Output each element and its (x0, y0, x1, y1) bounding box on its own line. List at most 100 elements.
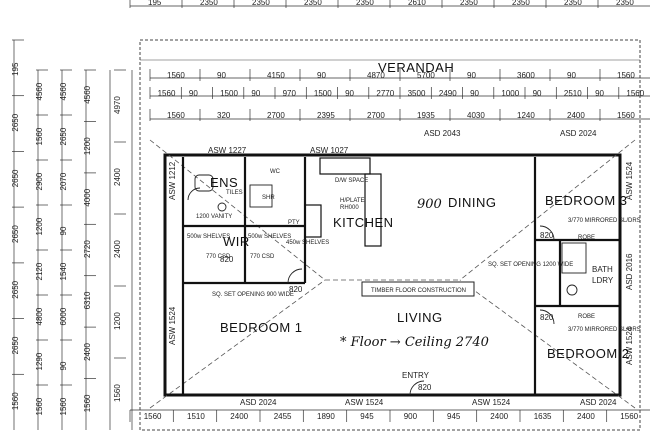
robe-bottom-label: ROBE (578, 314, 595, 320)
dim-label: 1560 (113, 384, 122, 402)
handwritten-900: 900 (417, 197, 442, 212)
dim-label: 2120 (35, 262, 44, 280)
dim-label: 90 (189, 89, 198, 98)
dim-label: 6310 (83, 291, 92, 309)
house-outer-wall (163, 153, 622, 397)
dining-label: DINING (448, 195, 497, 210)
dim-label: 2400 (577, 412, 595, 421)
dim-label: 4800 (35, 307, 44, 325)
dim-label: 2400 (113, 240, 122, 258)
dim-label: 90 (345, 89, 354, 98)
shr-note: SHR (262, 195, 275, 201)
dim-label: 4970 (113, 96, 122, 114)
dim-label: 4560 (59, 82, 68, 100)
dim-label: 195 (148, 0, 162, 7)
dim-label: 1200 (113, 312, 122, 330)
dim-label: 1290 (35, 352, 44, 370)
dim-label: 2350 (460, 0, 478, 7)
dim-label: 1000 (501, 89, 519, 98)
dim-label: 1560 (144, 412, 162, 421)
dim-label: 2350 (512, 0, 530, 7)
dim-label: 945 (447, 412, 461, 421)
dim-label: 2650 (59, 127, 68, 145)
bedroom3-label: BEDROOM 3 (545, 193, 628, 208)
door2-label: 820 (540, 231, 554, 240)
dim-label: 1560 (35, 127, 44, 145)
tiles-note: TILES (226, 190, 243, 196)
asw-1524-right: ASW 1524 (625, 161, 634, 200)
dim-label: 90 (467, 71, 476, 80)
ens-label: ENS (210, 175, 238, 190)
dim-label: 1560 (617, 71, 635, 80)
dim-label: 2400 (490, 412, 508, 421)
pty-label: PTY (288, 220, 300, 226)
asw-1524-right2: ASW 1524 (625, 326, 634, 365)
shelves2-note: 500w SHELVES (248, 234, 291, 240)
dim-label: 900 (404, 412, 418, 421)
dim-label: 2700 (267, 111, 285, 120)
asw-1524-bottom1: ASW 1524 (345, 398, 384, 407)
roof-hip-lines (149, 139, 636, 409)
robe-top-label: ROBE (578, 235, 595, 241)
dim-label: 2070 (59, 172, 68, 190)
wc-note: WC (270, 169, 281, 175)
bedroom1-label: BEDROOM 1 (220, 320, 303, 335)
door4-label: 820 (418, 383, 432, 392)
timber-floor-note: TIMBER FLOOR CONSTRUCTION (371, 288, 466, 294)
dim-label: 3500 (408, 89, 426, 98)
kitchen-label: KITCHEN (333, 215, 394, 230)
dim-label: 4560 (83, 85, 92, 103)
mirror2-note: 3/770 MIRRORED SL/DRS (568, 327, 641, 333)
dim-label: 90 (251, 89, 260, 98)
dim-label: 1500 (314, 89, 332, 98)
dim-label: 2650 (11, 280, 20, 298)
dim-label: 2350 (252, 0, 270, 7)
csd2-note: 770 CSD (250, 254, 275, 260)
vanity-note: 1200 VANITY (196, 214, 232, 220)
dim-label: 4560 (35, 82, 44, 100)
dim-label: 1540 (59, 262, 68, 280)
living-label: LIVING (397, 310, 443, 325)
sq-set1-note: SQ. SET OPENING 900 WIDE (212, 292, 294, 298)
verandah-outline (139, 39, 641, 431)
dim-label: 2650 (11, 336, 20, 354)
dim-label: 90 (59, 361, 68, 370)
asw-1524-left: ASW 1524 (168, 306, 177, 345)
dim-label: 2650 (11, 169, 20, 187)
door5-label: 820 (220, 255, 234, 264)
dim-label: 2770 (376, 89, 394, 98)
asw-1227: ASW 1227 (208, 146, 247, 155)
asd-2024-bottom-right: ASD 2024 (580, 398, 617, 407)
dim-label: 4000 (83, 188, 92, 206)
dim-label: 2510 (564, 89, 582, 98)
dim-label: 1635 (534, 412, 552, 421)
dim-label: 4030 (467, 111, 485, 120)
dim-label: 2400 (230, 412, 248, 421)
dim-label: 90 (595, 89, 604, 98)
bath-label: BATH (592, 265, 613, 274)
dim-label: 1560 (59, 397, 68, 415)
kitchen-bench (304, 157, 382, 247)
asd-2016: ASD 2016 (625, 253, 634, 290)
asw-1212: ASW 1212 (168, 161, 177, 200)
dim-label: 90 (317, 71, 326, 80)
asw-1524-bottom2: ASW 1524 (472, 398, 511, 407)
dim-label: 4870 (367, 71, 385, 80)
dw-space-note: D/W SPACE (335, 178, 368, 184)
dim-label: 1560 (35, 397, 44, 415)
dim-label: 945 (360, 412, 374, 421)
dim-label: 320 (217, 111, 231, 120)
asd-2024-bottom-left: ASD 2024 (240, 398, 277, 407)
dim-label: 1560 (158, 89, 176, 98)
dim-label: 2490 (439, 89, 457, 98)
dim-label: 2400 (83, 343, 92, 361)
dim-label: 1560 (11, 392, 20, 410)
dim-label: 3600 (517, 71, 535, 80)
dim-label: 970 (283, 89, 297, 98)
dim-label: 2395 (317, 111, 335, 120)
dim-label: 1935 (417, 111, 435, 120)
